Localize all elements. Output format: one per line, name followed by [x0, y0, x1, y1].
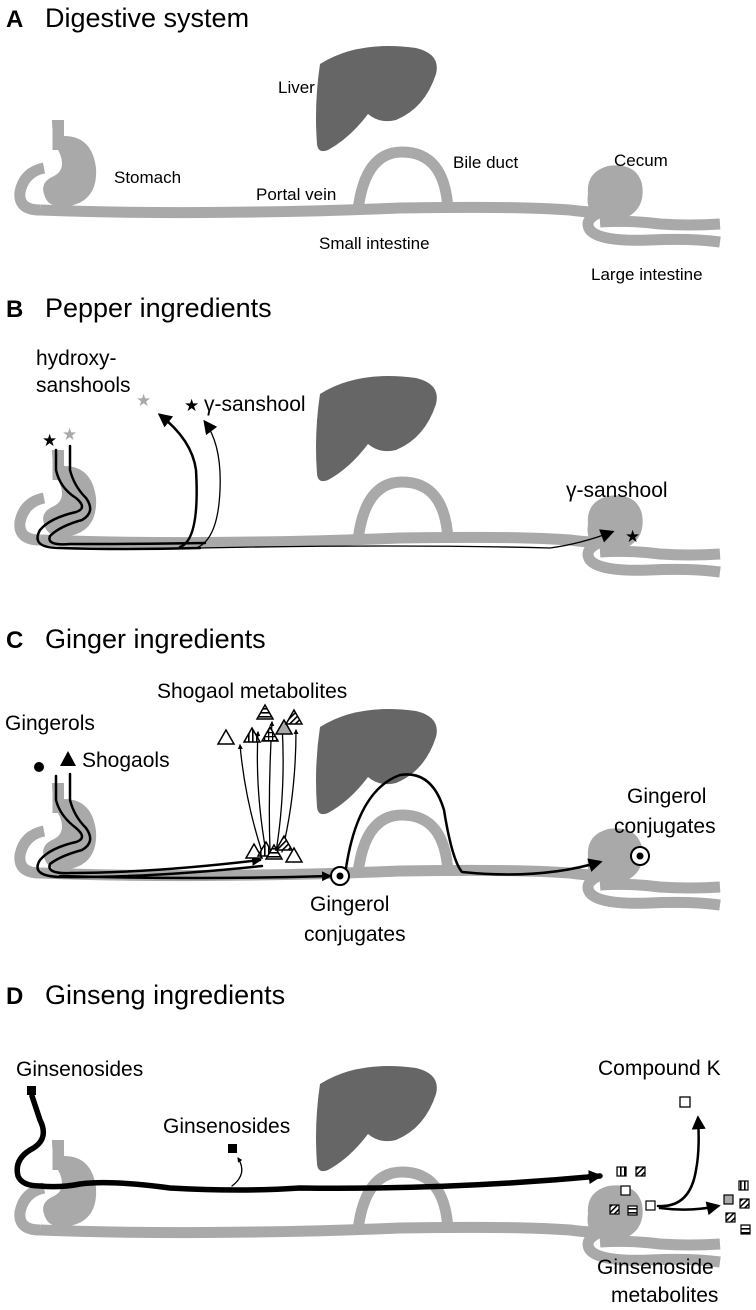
panel-b-letter: B [6, 296, 23, 323]
label-metabolites-2: metabolites [611, 1284, 718, 1307]
metabolite-square-icon [740, 1224, 751, 1235]
conjugate-arrow-to-cecum [344, 773, 603, 876]
metabolite-triangle-icon [284, 846, 304, 863]
gamma-star-released-icon: ★ [184, 396, 199, 415]
label-hydroxy-line2: sanshools [36, 374, 131, 397]
metabolite-square-icon [645, 1200, 656, 1211]
metabolite-square-icon [738, 1180, 749, 1191]
label-metabolites-1: Ginsenoside [597, 1256, 714, 1279]
compound-k-square-icon [679, 1096, 691, 1108]
arrow-to-cecum [199, 529, 615, 549]
label-conj-cecum-1: Gingerol [627, 785, 706, 808]
ginger-path-outer [36, 774, 264, 879]
hydroxy-star-icon: ★ [62, 425, 77, 445]
panel-c-letter: C [6, 627, 23, 654]
metabolite-triangle-icon [264, 843, 284, 860]
metabolite-triangle-icon [242, 726, 262, 743]
panel-d-letter: D [6, 983, 23, 1010]
arrow-metabolites [658, 1201, 721, 1216]
liver-shape [316, 46, 437, 152]
label-large-intestine: Large intestine [591, 265, 703, 284]
label-ginsenosides-top: Ginsenosides [16, 1058, 143, 1081]
arrow-hydroxy [157, 413, 198, 549]
label-compound-k: Compound K [598, 1057, 721, 1080]
cecum-shape [587, 165, 643, 221]
panel-b-diagram [20, 376, 720, 572]
label-ginsenosides-mid: Ginsenosides [163, 1115, 290, 1138]
label-portal-vein: Portal vein [256, 185, 336, 204]
panel-a-diagram [20, 46, 720, 242]
panel-d-title: Ginseng ingredients [45, 980, 285, 1010]
path-double-inner [48, 444, 207, 546]
panel-d: D Ginseng ingredients Ginsenosides Ginse… [6, 980, 751, 1307]
label-gamma-cecum: γ-sanshool [566, 479, 668, 502]
arrow-compound-k [656, 1115, 706, 1208]
ginsenoside-mid-icon [228, 1144, 237, 1153]
metabolite-square-icon [723, 1194, 734, 1205]
ginseng-main-path [14, 1093, 603, 1193]
label-gamma-top: γ-sanshool [204, 393, 306, 416]
arrow-to-portal [58, 871, 332, 882]
gamma-star-cecum-icon: ★ [625, 527, 640, 546]
metabolite-triangle-icon [284, 708, 304, 725]
label-stomach: Stomach [114, 168, 181, 187]
panel-a-title: Digestive system [45, 3, 249, 33]
fan-arrow-2 [255, 731, 267, 853]
gingerol-dot-icon [34, 762, 44, 772]
metabolite-square-icon [739, 1198, 750, 1209]
label-liver: Liver [278, 78, 315, 97]
conjugate-cecum-dot [636, 852, 644, 860]
label-shogaol-metabolites: Shogaol metabolites [157, 680, 347, 703]
panel-b: B Pepper ingredients ★ ★ ★ ★ ★ hydroxy- … [6, 293, 720, 572]
fan-arrow-4 [275, 723, 285, 853]
panel-d-diagram [20, 1066, 720, 1262]
metabolite-square-icon [616, 1166, 627, 1177]
gamma-star-icon: ★ [42, 431, 57, 450]
panel-a-letter: A [6, 6, 23, 33]
metabolite-square-icon [609, 1204, 620, 1215]
metabolite-square-icon [627, 1205, 638, 1216]
panel-c-title: Ginger ingredients [45, 624, 266, 654]
label-conj-cecum-2: conjugates [614, 815, 716, 838]
metabolite-triangle-icon [274, 834, 294, 851]
label-conj-portal-1: Gingerol [310, 893, 389, 916]
label-cecum: Cecum [614, 151, 668, 170]
label-small-intestine: Small intestine [319, 234, 430, 253]
label-conj-portal-2: conjugates [304, 923, 406, 946]
metabolite-triangle-icon [216, 728, 236, 745]
path-double-outer [36, 448, 202, 551]
fan-arrow-1 [237, 744, 263, 853]
metabolite-square-icon [635, 1166, 646, 1177]
metabolite-triangle-icon [255, 703, 275, 720]
panel-c: C Ginger ingredients [5, 624, 720, 946]
metabolite-triangle-icon [260, 725, 280, 742]
shogaol-triangle-icon [60, 751, 76, 766]
panel-b-title: Pepper ingredients [45, 293, 272, 323]
arrow-ginsenoside-mid [231, 1157, 243, 1187]
label-hydroxy-line1: hydroxy- [36, 347, 117, 370]
label-gingerols: Gingerols [5, 712, 95, 735]
fan-arrow-5 [281, 729, 299, 853]
label-shogaols: Shogaols [82, 749, 170, 772]
ginger-path-inner [48, 772, 262, 875]
label-bile-duct: Bile duct [453, 153, 518, 172]
panel-a: A Digestive system Liver Stomach Portal … [6, 3, 720, 284]
metabolite-square-icon [725, 1212, 736, 1223]
metabolite-triangle-icon [274, 718, 294, 735]
hydroxy-star-released-icon: ★ [136, 391, 151, 411]
metabolite-square-icon [620, 1185, 631, 1196]
ginsenoside-square-icon [27, 1086, 36, 1095]
conjugate-portal-dot [336, 872, 344, 880]
arrow-gamma [195, 419, 221, 549]
stomach-shape [43, 120, 97, 207]
